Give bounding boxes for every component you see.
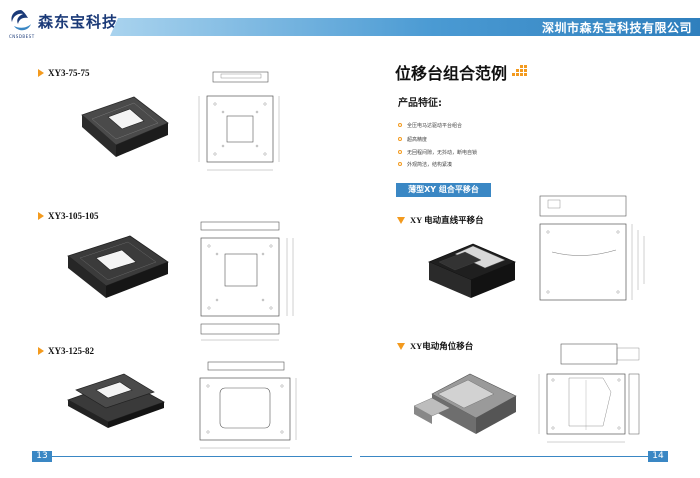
bullet-dot-icon (398, 162, 402, 166)
subsection-title: XY 电动直线平移台 (410, 215, 484, 225)
product-photo-xy3-105-105 (67, 235, 169, 298)
feature-item: 超高精度 (407, 137, 428, 143)
technical-drawing-xy3-75-75 (198, 71, 280, 171)
company-name: 深圳市森东宝科技有限公司 (541, 21, 692, 35)
technical-drawing-xy-angular-stage (538, 343, 640, 443)
bullet-arrow-icon (397, 217, 405, 224)
bullet-arrow-icon (397, 343, 405, 350)
bullet-arrow-icon (38, 347, 44, 355)
product-photo-xy-angular-stage (413, 373, 517, 434)
subsection-title: XY电动角位移台 (410, 341, 474, 351)
bullet-arrow-icon (38, 69, 44, 77)
header-bar: 森东宝科技 CNSDBEST 深圳市森东宝科技有限公司 (0, 0, 700, 42)
product-model-label: XY3-125-82 (48, 346, 94, 356)
brand-name: 森东宝科技 (38, 13, 119, 31)
title-decoration-icon (512, 65, 527, 76)
technical-drawing-xy-linear-stage (539, 195, 645, 301)
product-photo-xy3-125-82 (67, 373, 165, 428)
product-model-label: XY3-105-105 (48, 211, 99, 221)
bullet-dot-icon (398, 123, 402, 127)
product-photo-xy3-75-75 (81, 96, 169, 157)
header-stripe (110, 18, 700, 36)
section-banner: 薄型XY 组合平移台 (396, 183, 491, 197)
features-title: 产品特征: (398, 98, 442, 109)
bullet-dot-icon (398, 137, 402, 141)
footer-divider-right (360, 456, 648, 457)
brand-subtitle: CNSDBEST (9, 34, 35, 39)
product-model-label: XY3-75-75 (48, 68, 90, 78)
page-number-left: 13 (32, 451, 52, 462)
technical-drawing-xy3-105-105 (200, 221, 294, 341)
section-title: 位移台组合范例 (395, 64, 508, 83)
bullet-dot-icon (398, 150, 402, 154)
company-logo-icon (11, 10, 31, 31)
bullet-arrow-icon (38, 212, 44, 220)
product-photo-xy-linear-stage (427, 243, 517, 298)
technical-drawing-xy3-125-82 (199, 361, 297, 449)
feature-item: 全压电马达驱动平台组合 (407, 123, 463, 129)
feature-item: 外观简洁，结构紧凑 (407, 162, 453, 168)
feature-item: 无回程间隙，无抖动，断电自锁 (407, 150, 478, 156)
page-number-right: 14 (648, 451, 668, 462)
footer-divider-left (52, 456, 352, 457)
